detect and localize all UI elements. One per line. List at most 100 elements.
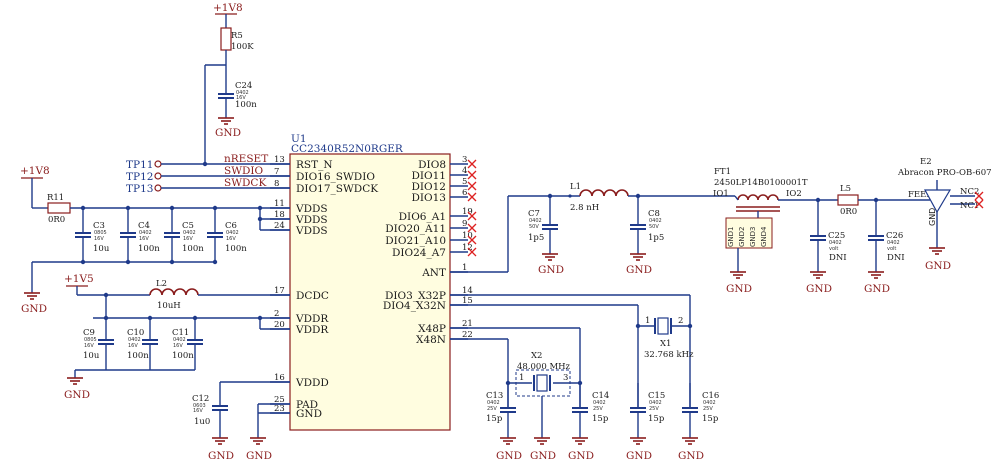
gnd-label: GND — [568, 450, 594, 462]
r5-ref: R5 — [231, 31, 243, 41]
cap-value: 100n — [182, 244, 204, 254]
rail-label-1v5: +1V5 — [64, 273, 94, 285]
r5-resistor — [220, 27, 232, 51]
u1-pin-name: DIO4_X32N — [383, 300, 446, 312]
u1-pin-name: DCDC — [296, 290, 329, 302]
cap-pkg: 0402 — [183, 230, 196, 236]
crystal-load-caps: C13040225V15pGNDC14040225V15pGNDC1504022… — [486, 383, 719, 462]
tp12-pad[interactable] — [154, 172, 162, 180]
x1-crystal-section: 1 2 X1 32.768 kHz — [450, 294, 694, 408]
u1-pin-num: 18 — [274, 210, 285, 220]
u1-pin-name: X48N — [416, 334, 446, 346]
svg-text:2450LP14B0100001T: 2450LP14B0100001T — [714, 178, 808, 188]
svg-text:L2: L2 — [156, 279, 167, 289]
u1-pin-name: DIO3_X32P — [385, 290, 446, 302]
u1-pin-name: X48P — [418, 323, 446, 335]
u1-ic[interactable]: U1 CC2340R52N0RGER — [289, 133, 451, 431]
svg-text:GND: GND — [925, 260, 951, 272]
u1-pin-num: 1 — [462, 263, 467, 273]
c24-cap: C24 0402 16V 100n GND — [215, 81, 257, 139]
x1-crystal — [657, 317, 669, 335]
e2-antenna[interactable]: E2 Abracon PRO-OB-607 FEED GND GND NC2 N… — [897, 157, 992, 272]
no-connect-mark — [467, 170, 477, 180]
u1-pin-name: DIO16_SWDIO — [296, 171, 375, 183]
vdds-caps: C3080516V10uC4040216V100nC5040216V100nC6… — [75, 205, 247, 265]
u1-pin-name: VDDR — [295, 324, 329, 336]
tp13-pad[interactable] — [154, 184, 162, 192]
cap-ref: C13 — [486, 391, 503, 401]
svg-text:GND: GND — [806, 283, 832, 295]
u1-ref: U1 — [291, 133, 307, 145]
testpoints: TP11 TP12 TP13 nRESET SWDIO SWDCK — [126, 153, 290, 195]
svg-text:volt: volt — [829, 246, 838, 252]
svg-text:0R0: 0R0 — [840, 207, 857, 217]
u1-pin-num: 16 — [274, 373, 285, 383]
svg-text:GND: GND — [64, 389, 90, 401]
cap-volt: 16V — [226, 236, 236, 242]
svg-text:2.8 nH: 2.8 nH — [570, 203, 599, 213]
u1-pin-num: 3 — [462, 155, 467, 165]
gnd-label: GND — [626, 450, 652, 462]
svg-text:X2: X2 — [531, 351, 542, 361]
no-connect-mark — [467, 192, 477, 202]
svg-text:X1: X1 — [660, 339, 671, 349]
svg-text:GND: GND — [726, 283, 752, 295]
u1-pin-name: DIO17_SWDCK — [296, 183, 378, 195]
u1-pin-num: 4 — [462, 166, 467, 176]
svg-text:1p5: 1p5 — [648, 233, 664, 243]
svg-text:48.000 MHz: 48.000 MHz — [517, 362, 571, 372]
svg-text:IO1: IO1 — [713, 189, 729, 199]
no-connect-mark — [467, 247, 477, 257]
vdds-gnd: GND — [21, 261, 215, 315]
svg-text:0R0: 0R0 — [48, 215, 65, 225]
u1-pin-num: 10 — [462, 231, 473, 241]
svg-text:DNI: DNI — [829, 253, 847, 263]
antenna-match: L5 0R0 C25 0402 volt DNI GND C26 0402 vo… — [806, 184, 930, 295]
svg-text:0402: 0402 — [236, 90, 249, 96]
svg-text:0402: 0402 — [829, 240, 842, 246]
cap-value: 100n — [127, 351, 149, 361]
svg-text:50V: 50V — [649, 224, 659, 230]
u1-pin-name: VDDR — [295, 313, 329, 325]
svg-text:2: 2 — [678, 316, 683, 326]
tp11-pad[interactable] — [154, 160, 162, 168]
svg-text:1u0: 1u0 — [194, 417, 210, 427]
svg-text:C7: C7 — [528, 209, 540, 219]
svg-text:L1: L1 — [570, 182, 581, 192]
u1-pin-name: DIO21_A10 — [385, 235, 446, 247]
u1-pin-num: 11 — [274, 199, 285, 209]
svg-text:C12: C12 — [192, 394, 209, 404]
svg-text:GND4: GND4 — [760, 226, 768, 247]
u1-pin-name: VDDS — [295, 203, 328, 215]
cap-ref: C14 — [592, 391, 609, 401]
u1-body[interactable] — [289, 153, 451, 431]
svg-text:C8: C8 — [648, 209, 660, 219]
svg-text:1: 1 — [519, 373, 524, 383]
svg-text:GND: GND — [21, 303, 47, 315]
no-connect-mark — [467, 211, 477, 221]
svg-text:0603: 0603 — [193, 403, 206, 409]
ft1-body — [725, 217, 773, 249]
u1-pin-num: 23 — [274, 404, 285, 414]
r11-resistor — [47, 202, 71, 214]
cap-ref: C4 — [138, 221, 150, 231]
cap-value: 10u — [83, 351, 100, 361]
u1-pin-num: 17 — [274, 286, 285, 296]
ft1-filter[interactable]: FT1 2450LP14B0100001T IO1 IO2 GND1 GND2 … — [713, 167, 818, 295]
u1-pin-num: 13 — [274, 155, 285, 165]
u1-pin-name: DIO6_A1 — [399, 211, 446, 223]
cap-value: 15p — [592, 414, 609, 424]
u1-pin-num: 24 — [274, 221, 285, 231]
cap-pkg: 0805 — [94, 230, 107, 236]
u1-pin-num: 22 — [462, 330, 473, 340]
u1-pin-num: 2 — [274, 309, 279, 319]
r5-reset-pullup: +1V8 R5 100K — [205, 2, 254, 94]
u1-pin-name: VDDS — [295, 214, 328, 226]
u1-pin-name: DIO20_A11 — [385, 223, 446, 235]
svg-text:GND3: GND3 — [749, 226, 757, 247]
dcdc-section: +1V5 L2 10uH — [64, 273, 290, 330]
u1-pin-num: 5 — [462, 177, 467, 187]
svg-text:GND: GND — [208, 450, 234, 462]
